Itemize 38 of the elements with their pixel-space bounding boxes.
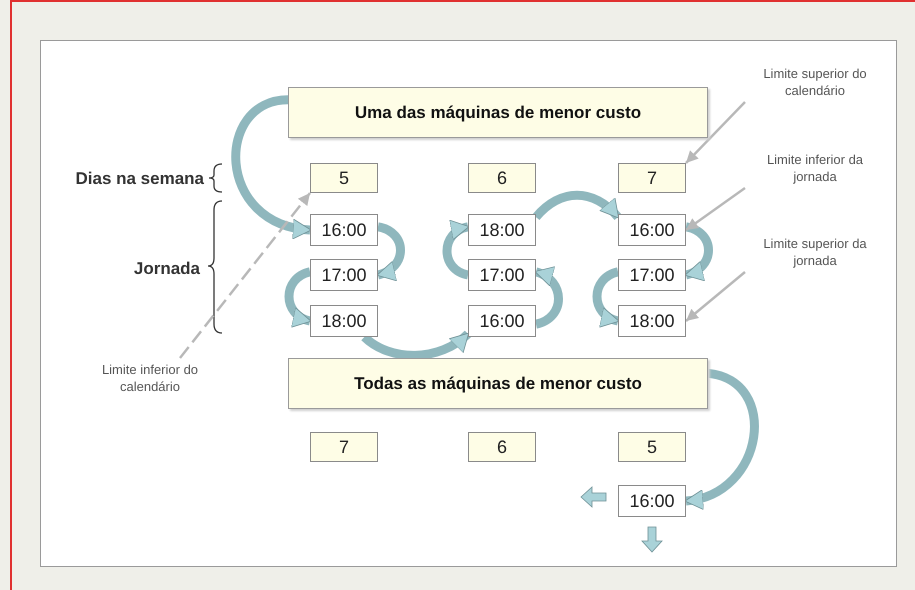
block-arrow — [442, 222, 470, 280]
block-arrow — [684, 222, 713, 280]
day-box: 7 — [310, 432, 378, 462]
leader-line — [685, 101, 746, 164]
process-box: Uma das máquinas de menor custo — [288, 87, 708, 138]
annotation-text: Limite superior da jornada — [745, 232, 885, 272]
time-box: 16:00 — [618, 214, 686, 246]
annotation-text: Limite superior do calendário — [745, 62, 885, 102]
time-box: 18:00 — [310, 305, 378, 337]
time-box: 18:00 — [468, 214, 536, 246]
row-label: Jornada — [132, 258, 200, 280]
time-box: 18:00 — [618, 305, 686, 337]
day-box: 6 — [468, 432, 536, 462]
leader-line — [179, 192, 311, 359]
leader-line — [685, 186, 746, 232]
day-box: 5 — [310, 163, 378, 193]
leader-line — [685, 271, 746, 322]
day-box: 6 — [468, 163, 536, 193]
row-label: Dias na semana — [74, 168, 204, 190]
process-box: Todas as máquinas de menor custo — [288, 358, 708, 409]
time-box: 17:00 — [468, 259, 536, 291]
block-arrow — [532, 190, 622, 220]
block-arrow — [376, 222, 405, 280]
time-box: 17:00 — [310, 259, 378, 291]
block-arrow — [362, 330, 471, 360]
block-arrow — [232, 95, 312, 238]
annotation-text: Limite inferior da jornada — [745, 148, 885, 188]
annotation-text: Limite inferior do calendário — [75, 358, 225, 398]
block-arrow — [284, 268, 312, 326]
time-box: 16:00 — [618, 485, 686, 517]
block-arrow — [534, 268, 563, 328]
time-box: 16:00 — [468, 305, 536, 337]
time-box: 17:00 — [618, 259, 686, 291]
day-box: 5 — [618, 432, 686, 462]
day-box: 7 — [618, 163, 686, 193]
block-arrow — [684, 368, 759, 508]
time-box: 16:00 — [310, 214, 378, 246]
block-arrow — [592, 268, 620, 326]
